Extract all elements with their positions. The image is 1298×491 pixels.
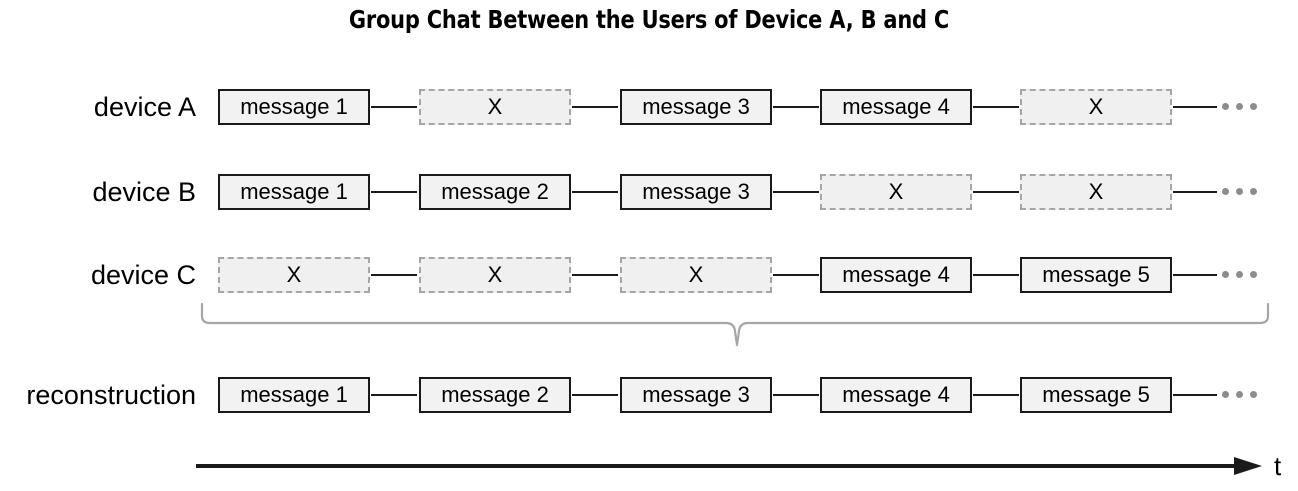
connector-line [973, 106, 1019, 108]
connector-line [773, 191, 819, 193]
connector-line [1173, 191, 1217, 193]
missing-message-box[interactable]: X [820, 174, 972, 210]
page-title: Group Chat Between the Users of Device A… [348, 5, 950, 34]
time-axis-arrow [196, 457, 1262, 475]
connector-line [1173, 394, 1217, 396]
connector-line [1173, 274, 1217, 276]
connector-line [773, 394, 819, 396]
missing-message-box[interactable]: X [419, 257, 571, 293]
connector-line [572, 394, 618, 396]
missing-message-box[interactable]: X [1020, 89, 1172, 125]
message-box[interactable]: message 2 [419, 174, 571, 210]
message-box[interactable]: message 5 [1020, 257, 1172, 293]
message-box[interactable]: message 4 [820, 377, 972, 413]
missing-message-box[interactable]: X [620, 257, 772, 293]
ellipsis-icon [1222, 103, 1257, 110]
aggregation-brace [200, 302, 1270, 347]
missing-message-box[interactable]: X [218, 257, 370, 293]
ellipsis-icon [1222, 391, 1257, 398]
row-label-device-c: device C [90, 260, 196, 290]
connector-line [773, 106, 819, 108]
missing-message-box[interactable]: X [419, 89, 571, 125]
row-label-reconstruction: reconstruction [26, 380, 196, 410]
connector-line [371, 106, 417, 108]
message-box[interactable]: message 1 [218, 89, 370, 125]
row-label-device-b: device B [92, 177, 196, 207]
message-box[interactable]: message 2 [419, 377, 571, 413]
ellipsis-icon [1222, 188, 1257, 195]
connector-line [371, 191, 417, 193]
connector-line [572, 274, 618, 276]
connector-line [973, 191, 1019, 193]
connector-line [1173, 106, 1217, 108]
time-axis-label: t [1274, 451, 1282, 481]
missing-message-box[interactable]: X [1020, 174, 1172, 210]
message-box[interactable]: message 4 [820, 257, 972, 293]
message-box[interactable]: message 5 [1020, 377, 1172, 413]
ellipsis-icon [1222, 271, 1257, 278]
connector-line [773, 274, 819, 276]
connector-line [973, 394, 1019, 396]
message-box[interactable]: message 3 [620, 89, 772, 125]
message-box[interactable]: message 3 [620, 377, 772, 413]
message-box[interactable]: message 1 [218, 174, 370, 210]
connector-line [973, 274, 1019, 276]
connector-line [371, 394, 417, 396]
message-box[interactable]: message 4 [820, 89, 972, 125]
connector-line [371, 274, 417, 276]
row-label-device-a: device A [93, 92, 196, 122]
message-box[interactable]: message 3 [620, 174, 772, 210]
message-box[interactable]: message 1 [218, 377, 370, 413]
connector-line [572, 106, 618, 108]
connector-line [572, 191, 618, 193]
